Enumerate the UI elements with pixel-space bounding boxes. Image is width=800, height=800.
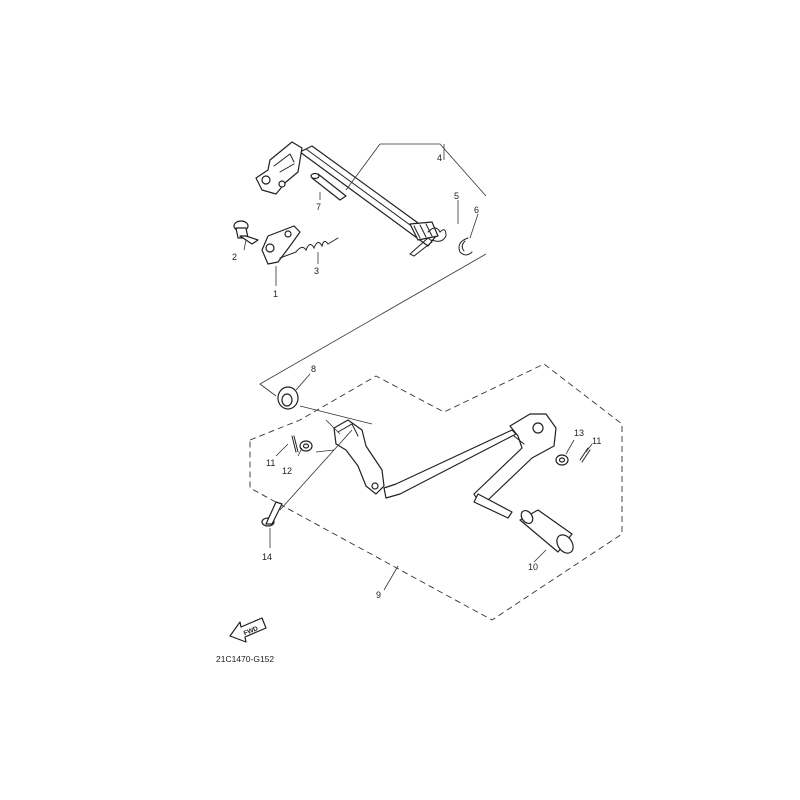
connector-leader: [259, 253, 487, 397]
shift-arm: [333, 419, 385, 495]
pin: [310, 172, 347, 201]
callout-1: 1: [273, 289, 278, 299]
torsion-spring: [409, 227, 447, 257]
callout-13: 13: [574, 428, 584, 438]
diagram-code: 21C1470-G152: [216, 654, 274, 664]
washer-left: [299, 440, 313, 452]
bolt-upper: [233, 220, 259, 245]
washer-right: [555, 454, 569, 466]
circlip: [458, 237, 473, 256]
fwd-arrow-icon: FWD: [229, 617, 267, 643]
assembly-outline: [249, 363, 623, 621]
leader-4: [380, 143, 487, 197]
callout-14: 14: [262, 552, 272, 562]
shift-pedal-arm: [473, 413, 557, 519]
callout-8: 8: [311, 364, 316, 374]
shift-lever-bracket: [255, 141, 303, 195]
cotter-pin-right: [579, 447, 591, 463]
callout-3: 3: [314, 266, 319, 276]
oil-seal: [277, 386, 299, 410]
callout-11-left: 11: [266, 458, 275, 468]
callout-5: 5: [454, 191, 459, 201]
shift-shaft: [299, 145, 439, 247]
callout-9: 9: [376, 590, 381, 600]
callout-7: 7: [316, 202, 321, 212]
callout-2: 2: [232, 252, 237, 262]
bolt-lower: [261, 501, 283, 527]
callout-10: 10: [528, 562, 538, 572]
callout-11-right: 11: [592, 436, 601, 446]
stopper-lever: [261, 225, 301, 265]
spring-upper: [279, 237, 339, 259]
callout-12: 12: [282, 466, 292, 476]
callout-4: 4: [437, 153, 442, 163]
pedal-rubber: [519, 509, 574, 554]
cotter-pin-left: [291, 435, 299, 453]
callout-6: 6: [474, 205, 479, 215]
